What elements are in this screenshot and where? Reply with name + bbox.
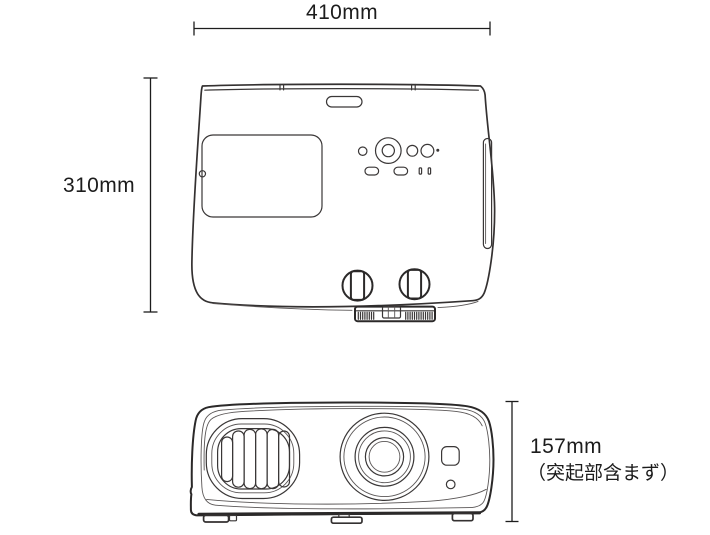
projector-top-view [191,83,496,323]
lens-ring [354,426,415,487]
power-button [357,146,368,156]
width-dimension-label: 410mm [305,1,379,24]
top-center-slot [325,95,363,108]
back-edge-band-ticks [279,83,416,91]
lamp-cover-latch [198,170,207,178]
lens-barrel-top [354,305,436,323]
height-dimension-line [505,400,519,523]
case-seam-lower [206,488,487,505]
front-indicator-dot [445,479,456,490]
status-lamp-2 [427,167,432,175]
projector-front-view [189,401,495,525]
lens-ring [339,412,430,501]
back-edge-band [204,88,479,91]
height-dimension-note: （突起部含まず） [527,463,680,484]
front-chamfer-line-left [212,303,353,311]
width-dimension-line [193,21,491,36]
face-plate-outline [200,405,491,510]
ir-receiver-window [441,446,460,466]
front-foot-right [451,512,474,522]
source-button [420,143,435,158]
lens-barrel-tab [381,306,402,319]
air-intake-vent [205,418,301,500]
lens-glass [364,437,405,477]
lens-shift-dial-right [398,268,431,301]
front-foot-left-tab [228,514,238,522]
depth-dimension-line [143,77,158,313]
front-foot-center [330,516,363,525]
height-dimension-label: 157mm [530,435,603,458]
status-lamp-1 [418,167,423,175]
front-feet [202,512,474,525]
menu-button [406,144,419,157]
projection-lens [339,412,430,501]
base-edge [197,511,482,516]
depth-dimension-label: 310mm [62,174,136,197]
side-handle-bar [482,137,493,250]
pill-button-left [364,166,380,176]
indicator-dot [436,148,440,152]
control-panel [357,137,440,176]
pill-button-right [393,166,409,176]
case-seam-upper [203,408,483,471]
enter-button [381,143,395,158]
lamp-cover [201,134,323,218]
lens-ring [358,430,411,484]
lens-ring [343,416,426,498]
vent-slat [278,430,291,488]
top-view-body-outline [191,83,496,308]
lens-glass-inner [368,440,401,473]
enter-button-ring [374,137,402,165]
front-chamfer-line-right [437,300,479,309]
front-foot-left [202,514,230,523]
lens-shift-dial-left [341,269,374,302]
